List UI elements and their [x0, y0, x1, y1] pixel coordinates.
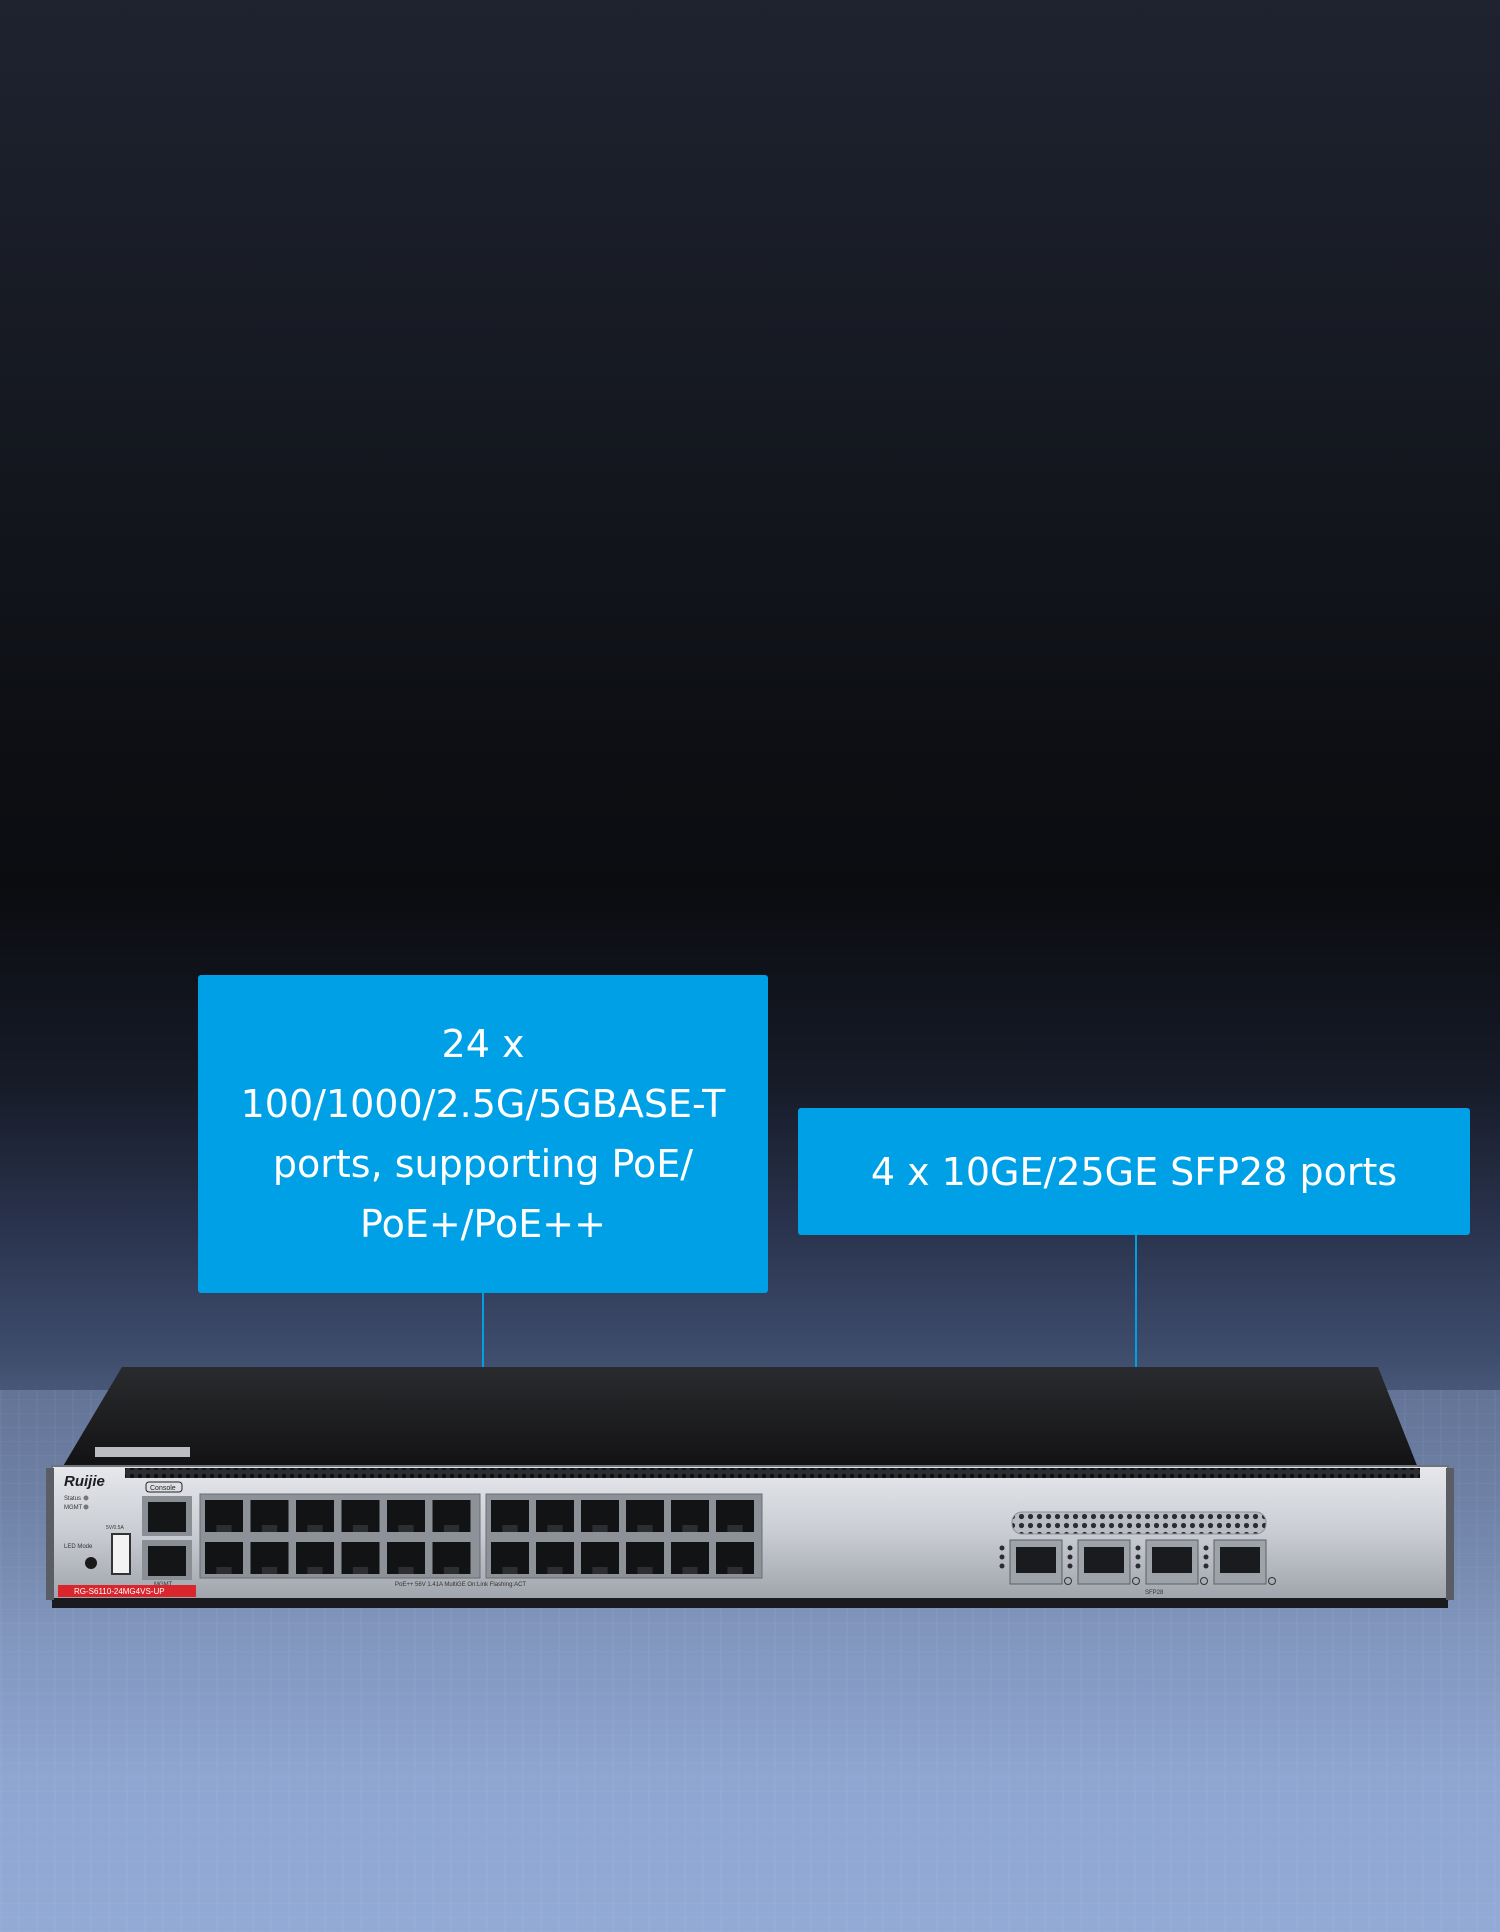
rj45-port: [205, 1500, 243, 1532]
brand-logo: Ruijie: [64, 1473, 105, 1490]
sfp28-port: [1067, 1539, 1140, 1585]
rj45-port: [671, 1542, 709, 1574]
poe-legend: PoE++ 56V 1.41A MultiGE On:Link Flashing…: [395, 1582, 526, 1588]
rj45-port: [536, 1542, 574, 1574]
rj45-port: [581, 1500, 619, 1532]
rj45-port: [341, 1500, 380, 1532]
sfp28-port: [999, 1539, 1072, 1585]
rj45-port: [491, 1500, 529, 1532]
rj45-port: [387, 1500, 425, 1532]
callout-sfp28-ports: 4 x 10GE/25GE SFP28 ports: [798, 1108, 1470, 1235]
callout-rj45-text: 24 x 100/1000/2.5G/5GBASE-T ports, suppo…: [240, 1022, 726, 1246]
console-label: Console: [150, 1485, 176, 1492]
model-label-plate: [58, 1585, 196, 1597]
rj45-port: [626, 1500, 664, 1532]
rj45-port: [671, 1500, 709, 1532]
led-mode-label: LED Mode: [64, 1544, 93, 1550]
status-led: [83, 1495, 89, 1501]
rj45-port: [296, 1542, 334, 1574]
rj45-port: [250, 1500, 289, 1532]
leader-line: [482, 1293, 484, 1393]
usb-port: [111, 1533, 131, 1575]
model-label: RG-S6110-24MG4VS-UP: [74, 1587, 165, 1596]
switch-vent: [125, 1468, 1420, 1478]
switch-bottom-edge: [52, 1598, 1448, 1608]
rj45-port: [432, 1542, 471, 1574]
mgmt-led: [83, 1504, 89, 1510]
leader-line: [1135, 1235, 1137, 1393]
rj45-port: [536, 1500, 574, 1532]
rack-ear-right: [1446, 1468, 1454, 1600]
rack-ear-left: [46, 1468, 54, 1600]
rj45-port: [205, 1542, 243, 1574]
sfp-vent: [1011, 1511, 1267, 1535]
sfp28-port: [1203, 1539, 1276, 1585]
rj45-ports: [205, 1500, 754, 1574]
sfp28-ports: [999, 1539, 1276, 1585]
mgmt-led-label: MGMT: [64, 1505, 83, 1511]
rj45-port: [581, 1542, 619, 1574]
console-port: [142, 1496, 192, 1536]
callout-rj45-ports: 24 x 100/1000/2.5G/5GBASE-T ports, suppo…: [198, 975, 768, 1293]
sfp28-port: [1135, 1539, 1208, 1585]
rj45-port: [626, 1542, 664, 1574]
mgmt-port: [142, 1540, 192, 1580]
sfp28-label: SFP28: [1145, 1590, 1164, 1596]
rj45-port: [491, 1542, 529, 1574]
rj45-port: [250, 1542, 289, 1574]
usb-label: 5V/0.5A: [106, 1525, 124, 1531]
rj45-port: [716, 1500, 754, 1532]
rj45-port: [387, 1542, 425, 1574]
rj45-port: [341, 1542, 380, 1574]
rj45-port: [432, 1500, 471, 1532]
rj45-port: [296, 1500, 334, 1532]
switch-sticker: [95, 1447, 190, 1457]
console-label-box: [145, 1481, 183, 1493]
led-mode-button: [85, 1557, 97, 1569]
switch-top: [62, 1367, 1418, 1468]
callout-sfp28-text: 4 x 10GE/25GE SFP28 ports: [870, 1149, 1398, 1194]
rj45-port: [716, 1542, 754, 1574]
status-led-label: Status: [64, 1496, 81, 1502]
